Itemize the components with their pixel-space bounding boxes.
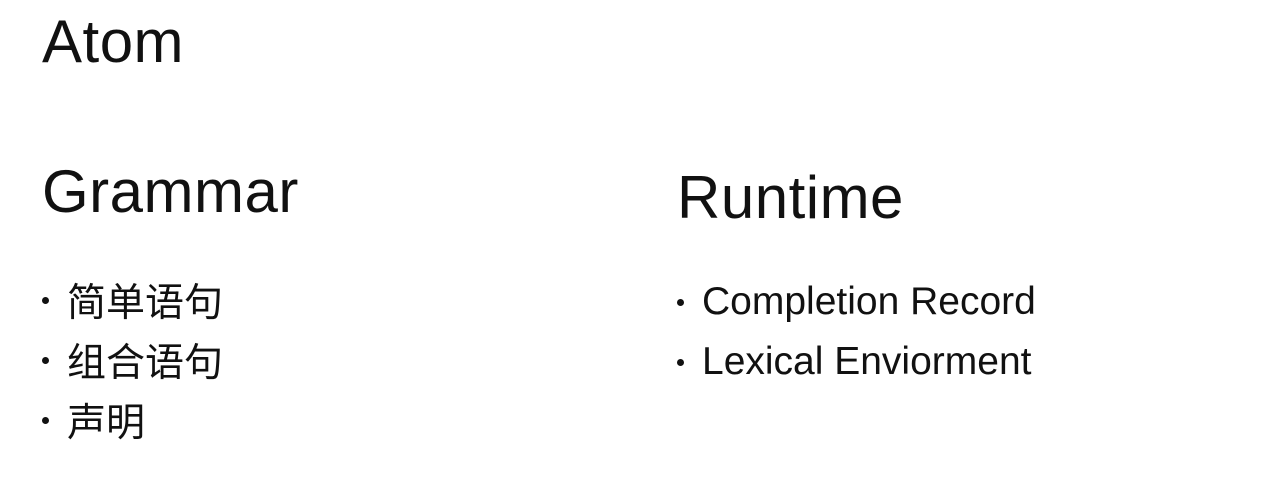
page-title: Atom (42, 8, 185, 75)
bullet-icon (677, 358, 684, 366)
list-item: Lexical Enviorment (677, 332, 1036, 392)
grammar-heading: Grammar (42, 158, 299, 225)
bullet-icon (42, 356, 49, 364)
list-item: 声明 (42, 390, 223, 450)
list-item: 组合语句 (42, 330, 223, 390)
runtime-item-label: Lexical Enviorment (702, 340, 1032, 383)
runtime-list: Completion Record Lexical Enviorment (677, 272, 1036, 392)
grammar-item-label: 声明 (67, 402, 146, 445)
bullet-icon (42, 416, 49, 424)
bullet-icon (42, 296, 49, 304)
runtime-heading: Runtime (677, 164, 904, 231)
grammar-item-label: 简单语句 (67, 282, 224, 325)
list-item: 简单语句 (42, 270, 223, 330)
bullet-icon (677, 298, 684, 306)
grammar-list: 简单语句 组合语句 声明 (42, 270, 223, 450)
grammar-item-label: 组合语句 (67, 342, 224, 385)
runtime-item-label: Completion Record (702, 280, 1036, 323)
list-item: Completion Record (677, 272, 1036, 332)
